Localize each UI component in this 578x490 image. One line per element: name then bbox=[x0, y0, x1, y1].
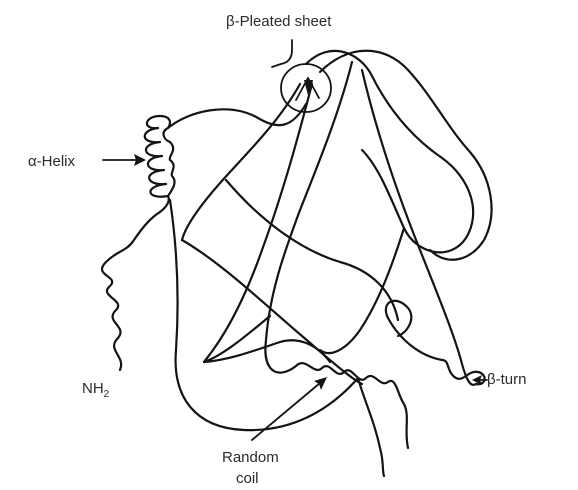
alpha-helix-pointer-arrow bbox=[103, 154, 146, 166]
random-coil-label-line2: coil bbox=[236, 470, 259, 487]
chain-c-terminal-tail bbox=[358, 378, 384, 476]
random-coil-label-line1: Random bbox=[222, 449, 279, 466]
alpha-helix-coil bbox=[145, 116, 175, 197]
chain-middle-cross bbox=[226, 180, 398, 320]
beta-pleated-sheet-label: β-Pleated sheet bbox=[226, 13, 332, 30]
chain-beta-strand-1 bbox=[182, 84, 300, 240]
chain-inner-strand bbox=[265, 62, 352, 373]
chain-random-coil bbox=[296, 363, 408, 448]
alpha-helix-label: α-Helix bbox=[28, 153, 76, 170]
chain-to-beta-turn bbox=[362, 70, 476, 385]
chain-helix-bottom-loop bbox=[170, 200, 358, 430]
nh2-label: NH2 bbox=[82, 380, 110, 400]
nh2-label-subscript: 2 bbox=[104, 389, 110, 400]
nh2-label-main: NH bbox=[82, 380, 104, 397]
chain-n-terminal-segment bbox=[102, 196, 169, 370]
chain-right-return bbox=[320, 228, 404, 353]
beta-turn-label: β-turn bbox=[487, 371, 526, 388]
chain-right-loop bbox=[306, 51, 473, 252]
polypeptide-chain bbox=[102, 51, 492, 476]
beta-sheet-pointer-arrow bbox=[272, 40, 292, 67]
